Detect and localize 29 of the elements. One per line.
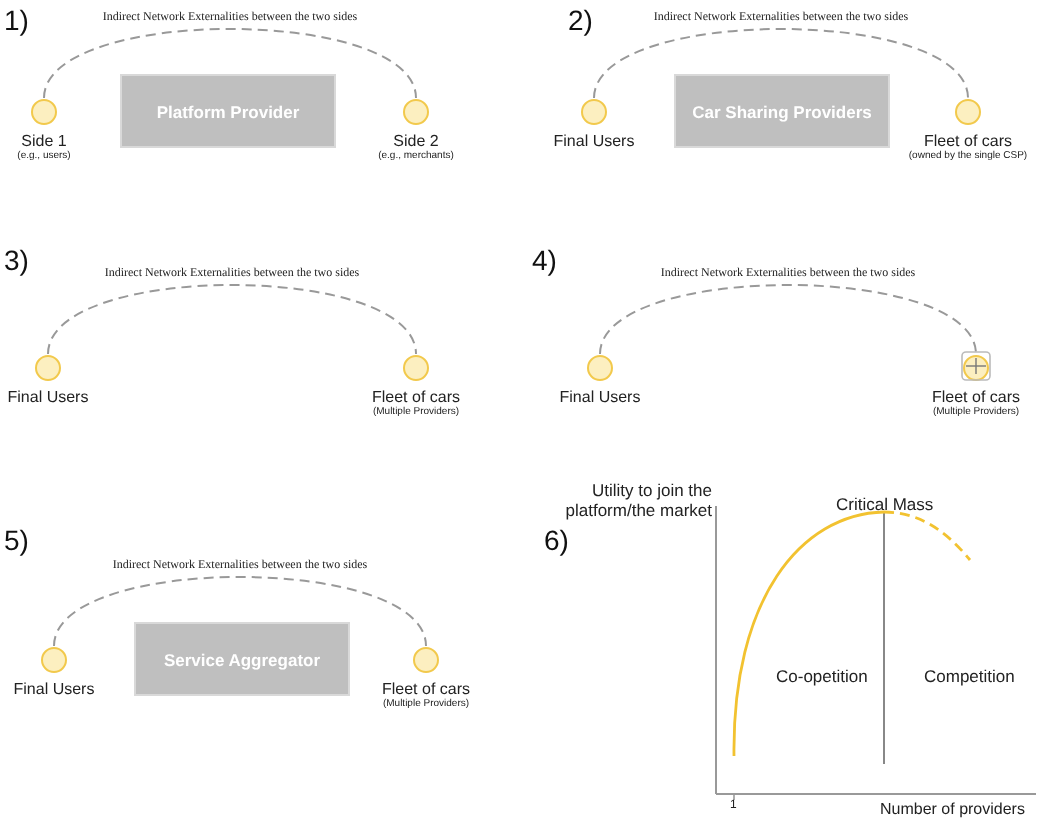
node-label: Fleet of cars: [931, 388, 1020, 406]
panel-number: 4): [532, 244, 557, 276]
panel-number: 3): [4, 244, 29, 276]
node-label: Fleet of cars: [381, 680, 470, 698]
dashed-arc: [599, 284, 977, 355]
region-label: Co-opetition: [776, 666, 868, 686]
region-label: Competition: [924, 666, 1015, 686]
axis-title: Utility to join the platform/the market: [563, 480, 712, 520]
node-label: Side 1: [21, 132, 67, 150]
panel-number: 2): [568, 4, 593, 36]
panel-number: 5): [4, 524, 29, 556]
dashed-arc: [53, 576, 427, 647]
node-label: Final Users: [553, 132, 635, 150]
provider-box: Service Aggregator: [134, 622, 350, 696]
dashed-arc: [43, 28, 417, 99]
node-label: Fleet of cars: [923, 132, 1012, 150]
node-label: Fleet of cars: [371, 388, 460, 406]
axis-title: Number of providers: [880, 800, 1025, 818]
provider-box: Car Sharing Providers: [674, 74, 890, 148]
dashed-arc: [593, 28, 969, 99]
provider-box: Platform Provider: [120, 74, 336, 148]
node-label: Side 2: [393, 132, 439, 150]
panel-number: 1): [4, 4, 29, 36]
node-label: Final Users: [7, 388, 89, 406]
node-label: Final Users: [559, 388, 641, 406]
chart-annotation: Critical Mass: [836, 494, 934, 514]
panel-number: 6): [544, 524, 569, 556]
node-label: Final Users: [13, 680, 95, 698]
dashed-arc: [47, 284, 417, 355]
